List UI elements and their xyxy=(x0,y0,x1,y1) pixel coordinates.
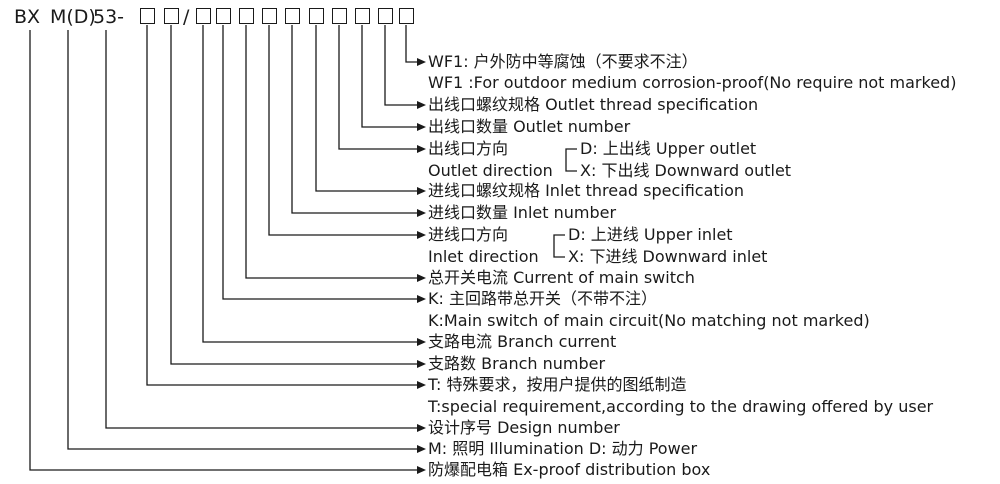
arrow-inlet-thread xyxy=(417,187,426,195)
arrow-branch-number xyxy=(417,360,426,368)
label-inlet-downward: X: 下进线 Downward inlet xyxy=(568,247,768,266)
code-box-5 xyxy=(239,8,254,24)
leader-m xyxy=(67,30,418,450)
code-box-12 xyxy=(399,8,414,24)
leader-wf1 xyxy=(405,25,418,63)
label-outlet-upper: D: 上出线 Upper outlet xyxy=(580,139,757,158)
label-inlet-direction-en: Inlet direction xyxy=(428,247,539,266)
label-inlet-number: 进线口数量 Inlet number xyxy=(428,203,617,222)
leader-outlet-number xyxy=(361,25,418,128)
label-wf1-cn: WF1: 户外防中等腐蚀（不要求不注） xyxy=(428,52,698,71)
arrow-main-current xyxy=(417,274,426,282)
arrow-m xyxy=(417,445,426,453)
code-box-4 xyxy=(216,8,231,24)
label-t-cn: T: 特殊要求，按用户提供的图纸制造 xyxy=(428,375,687,394)
label-outlet-number: 出线口数量 Outlet number xyxy=(428,117,631,136)
label-outlet-direction-cn: 出线口方向 xyxy=(428,139,509,158)
code-box-7 xyxy=(285,8,300,24)
arrow-ex-box xyxy=(417,466,426,474)
arrow-design-number xyxy=(417,424,426,432)
code-bx: BX xyxy=(14,6,41,28)
label-inlet-direction-cn: 进线口方向 xyxy=(428,225,509,244)
arrow-inlet-number xyxy=(417,209,426,217)
label-k-cn: K: 主回路带总开关（不带不注） xyxy=(428,289,657,308)
label-outlet-downward: X: 下出线 Downward outlet xyxy=(580,161,792,180)
leader-outlet-direction xyxy=(338,25,418,150)
leader-k xyxy=(222,25,418,300)
arrow-t xyxy=(417,381,426,389)
label-t-en: T:special requirement,according to the d… xyxy=(428,397,934,416)
arrow-k xyxy=(417,295,426,303)
code-m-d: M(D) xyxy=(50,6,96,28)
leader-outlet-thread xyxy=(384,25,418,106)
arrow-outlet-thread xyxy=(417,101,426,109)
leader-inlet-thread xyxy=(315,25,418,192)
label-wf1-en: WF1 :For outdoor medium corrosion-proof(… xyxy=(428,73,957,92)
arrow-inlet-direction xyxy=(417,231,426,239)
code-box-8 xyxy=(309,8,324,24)
label-inlet-thread: 进线口螺纹规格 Inlet thread specification xyxy=(428,181,745,200)
code-box-1 xyxy=(140,8,155,24)
leader-branch-current xyxy=(202,25,418,343)
label-outlet-thread: 出线口螺纹规格 Outlet thread specification xyxy=(428,95,759,114)
leader-t xyxy=(146,25,418,386)
label-branch-current: 支路电流 Branch current xyxy=(428,332,617,351)
leader-inlet-number xyxy=(291,25,418,214)
label-ex-box: 防爆配电箱 Ex-proof distribution box xyxy=(428,460,711,479)
arrow-outlet-number xyxy=(417,123,426,131)
leader-ex-box xyxy=(29,30,418,471)
leader-inlet-direction xyxy=(268,25,418,236)
code-slash: / xyxy=(183,6,190,28)
arrow-wf1 xyxy=(417,58,426,66)
label-k-en: K:Main switch of main circuit(No matchin… xyxy=(428,311,870,330)
code-53: 53- xyxy=(93,6,125,28)
arrow-outlet-direction xyxy=(417,145,426,153)
label-branch-number: 支路数 Branch number xyxy=(428,354,606,373)
leader-design-number xyxy=(105,30,418,429)
code-box-11 xyxy=(378,8,393,24)
code-box-6 xyxy=(262,8,277,24)
code-box-2 xyxy=(164,8,179,24)
code-box-10 xyxy=(355,8,370,24)
bracket-outlet-direction xyxy=(565,148,577,172)
label-main-current: 总开关电流 Current of main switch xyxy=(428,268,695,287)
leader-main-current xyxy=(245,25,418,279)
label-design-number: 设计序号 Design number xyxy=(428,418,620,437)
label-inlet-upper: D: 上进线 Upper inlet xyxy=(568,225,733,244)
leader-branch-number xyxy=(170,25,418,365)
label-m: M: 照明 Illumination D: 动力 Power xyxy=(428,439,698,458)
bracket-inlet-direction xyxy=(553,234,565,258)
code-box-9 xyxy=(332,8,347,24)
arrow-branch-current xyxy=(417,338,426,346)
code-box-3 xyxy=(196,8,211,24)
label-outlet-direction-en: Outlet direction xyxy=(428,161,553,180)
